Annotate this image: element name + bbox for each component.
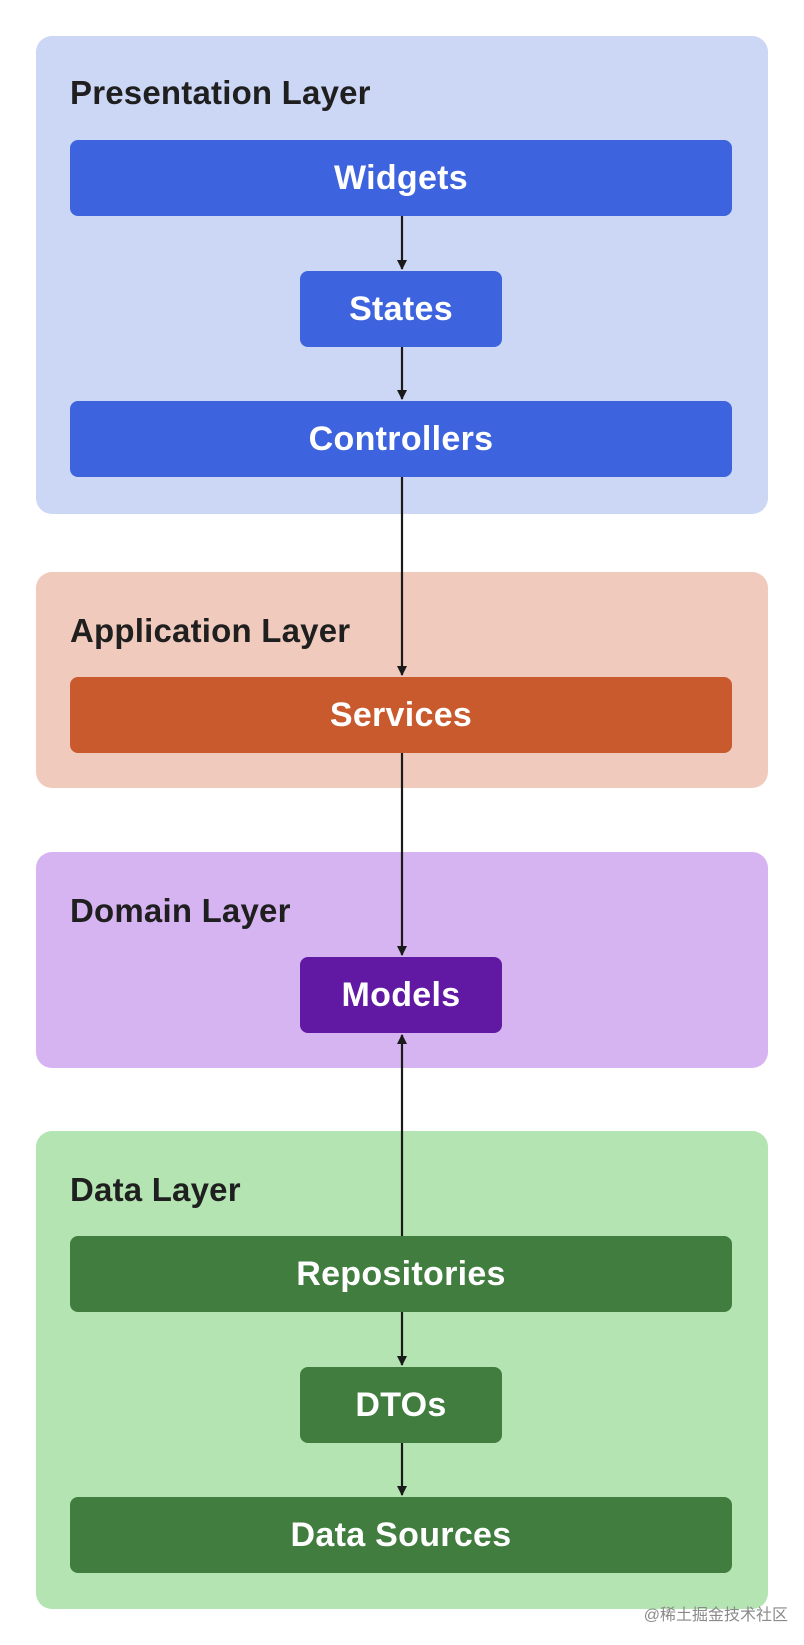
data-layer-title: Data Layer [70, 1171, 241, 1208]
controllers-box: Controllers [70, 401, 732, 477]
data-sources-box: Data Sources [70, 1497, 732, 1573]
application-layer-title: Application Layer [70, 612, 351, 649]
presentation-layer-title: Presentation Layer [70, 74, 371, 111]
widgets-box: Widgets [70, 140, 732, 216]
states-box: States [300, 271, 502, 347]
services-box: Services [70, 677, 732, 753]
domain-layer-title: Domain Layer [70, 892, 291, 929]
watermark: @稀土掘金技术社区 [643, 1607, 788, 1624]
dtos-box: DTOs [300, 1367, 502, 1443]
models-box: Models [300, 957, 502, 1033]
repositories-box: Repositories [70, 1236, 732, 1312]
